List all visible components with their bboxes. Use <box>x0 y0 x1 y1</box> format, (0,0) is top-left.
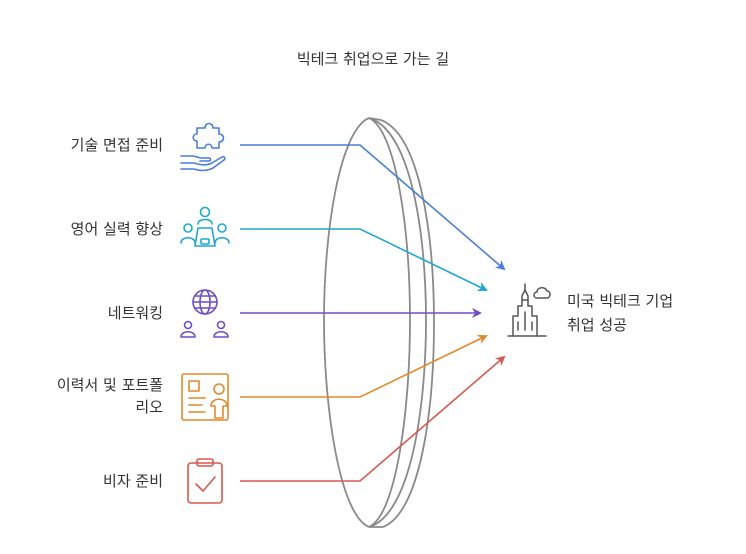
outcome-label-line2: 취업 성공 <box>567 316 627 334</box>
item-label-resume: 이력서 및 포트폴 리오 <box>57 374 163 418</box>
outcome-label-line1: 미국 빅테크 기업 <box>567 292 674 310</box>
arrow-english <box>240 228 488 292</box>
diagram-title: 빅테크 취업으로 가는 길 <box>296 50 450 68</box>
team-meeting-icon <box>180 206 230 247</box>
city-buildings-icon <box>507 283 551 337</box>
globe-people-icon <box>180 289 229 338</box>
lens <box>323 117 435 528</box>
item-label-networking: 네트워킹 <box>107 304 163 322</box>
item-label-resume-line2: 리오 <box>135 398 163 416</box>
resume-profile-icon <box>181 373 229 421</box>
item-label-tech-interview: 기술 면접 준비 <box>70 136 163 154</box>
outcome-label: 미국 빅테크 기업 취업 성공 <box>567 289 673 337</box>
item-label-visa: 비자 준비 <box>103 472 163 490</box>
puzzle-hand-icon <box>180 122 226 172</box>
clipboard-check-icon <box>187 458 223 504</box>
item-label-resume-line1: 이력서 및 포트폴 <box>56 376 163 394</box>
arrow-tech-interview <box>240 144 506 271</box>
arrow-resume <box>240 334 488 398</box>
item-label-english: 영어 실력 향상 <box>70 220 163 238</box>
arrow-visa <box>240 355 506 482</box>
